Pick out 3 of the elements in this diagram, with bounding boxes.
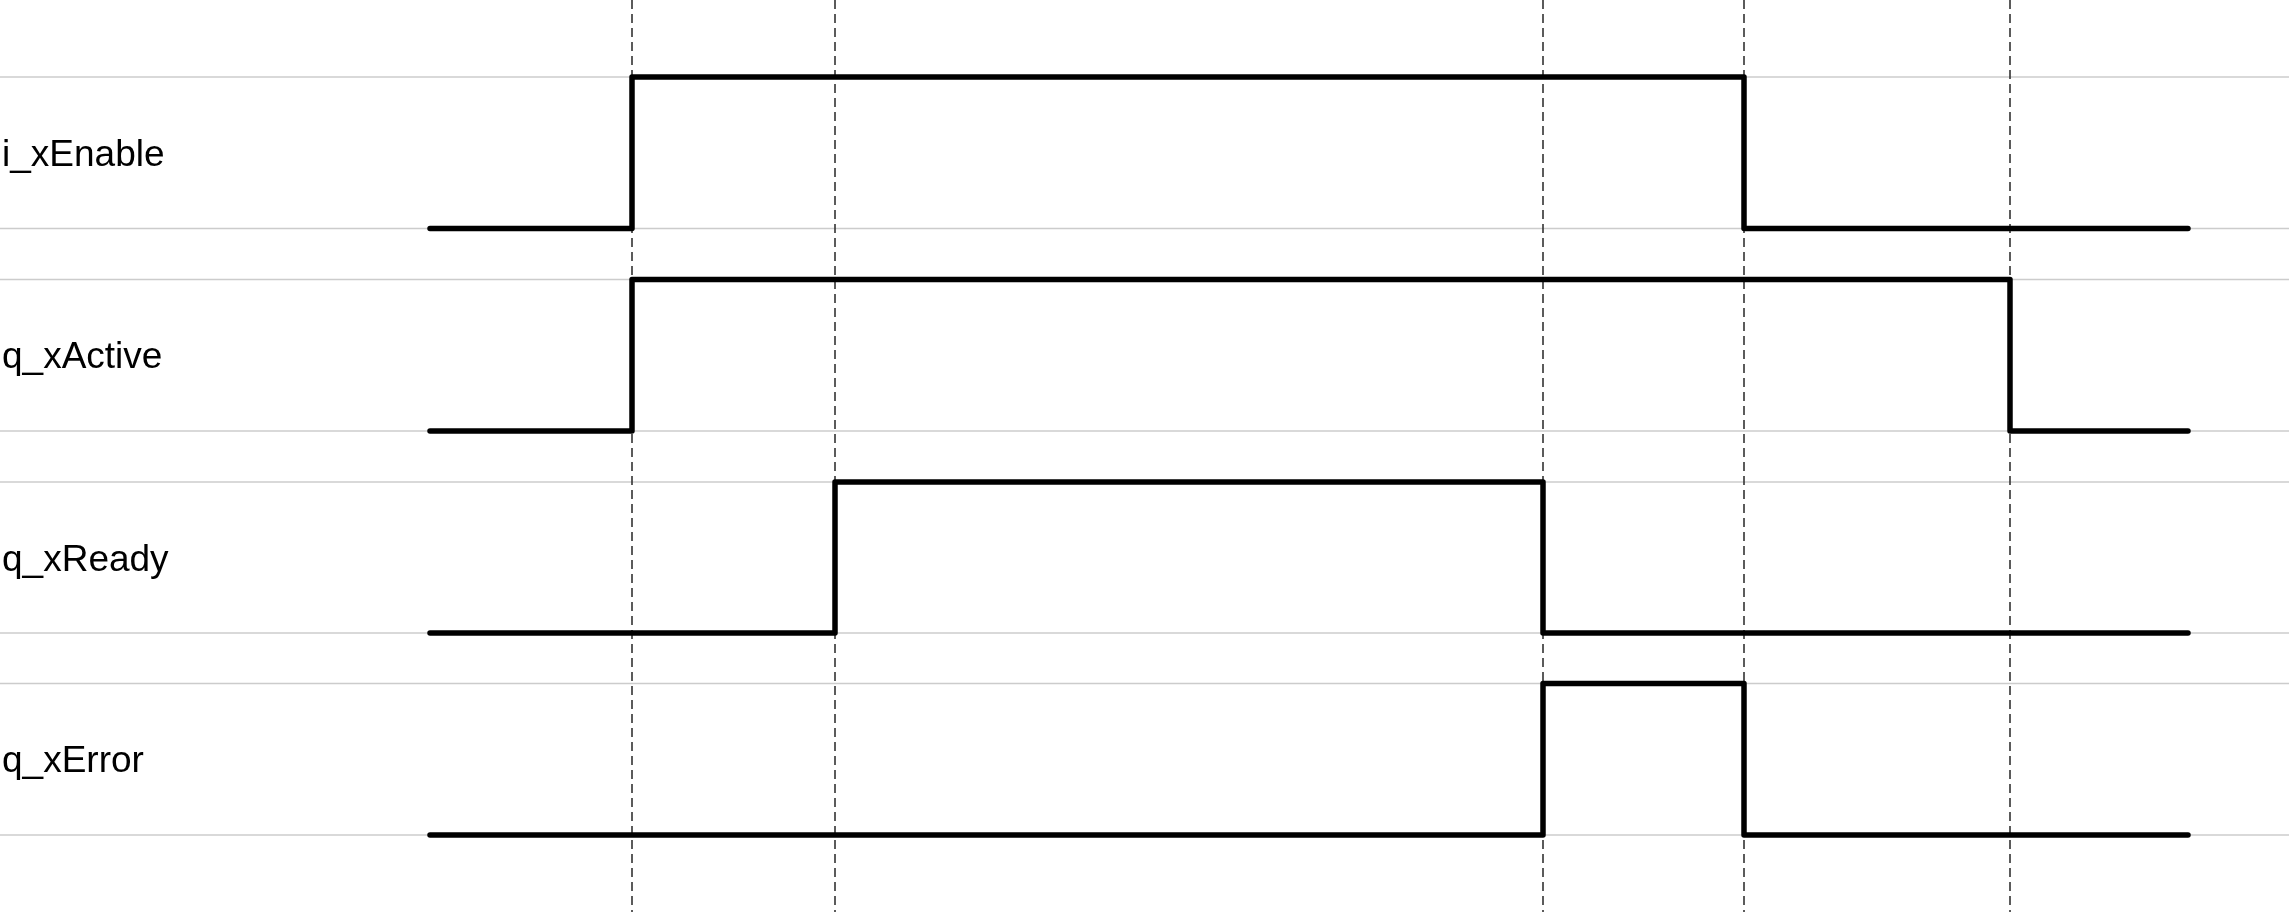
signal-name: i_xEnable xyxy=(2,134,165,172)
signal-name: q_xError xyxy=(2,740,144,778)
signal-name: q_xActive xyxy=(2,336,163,374)
